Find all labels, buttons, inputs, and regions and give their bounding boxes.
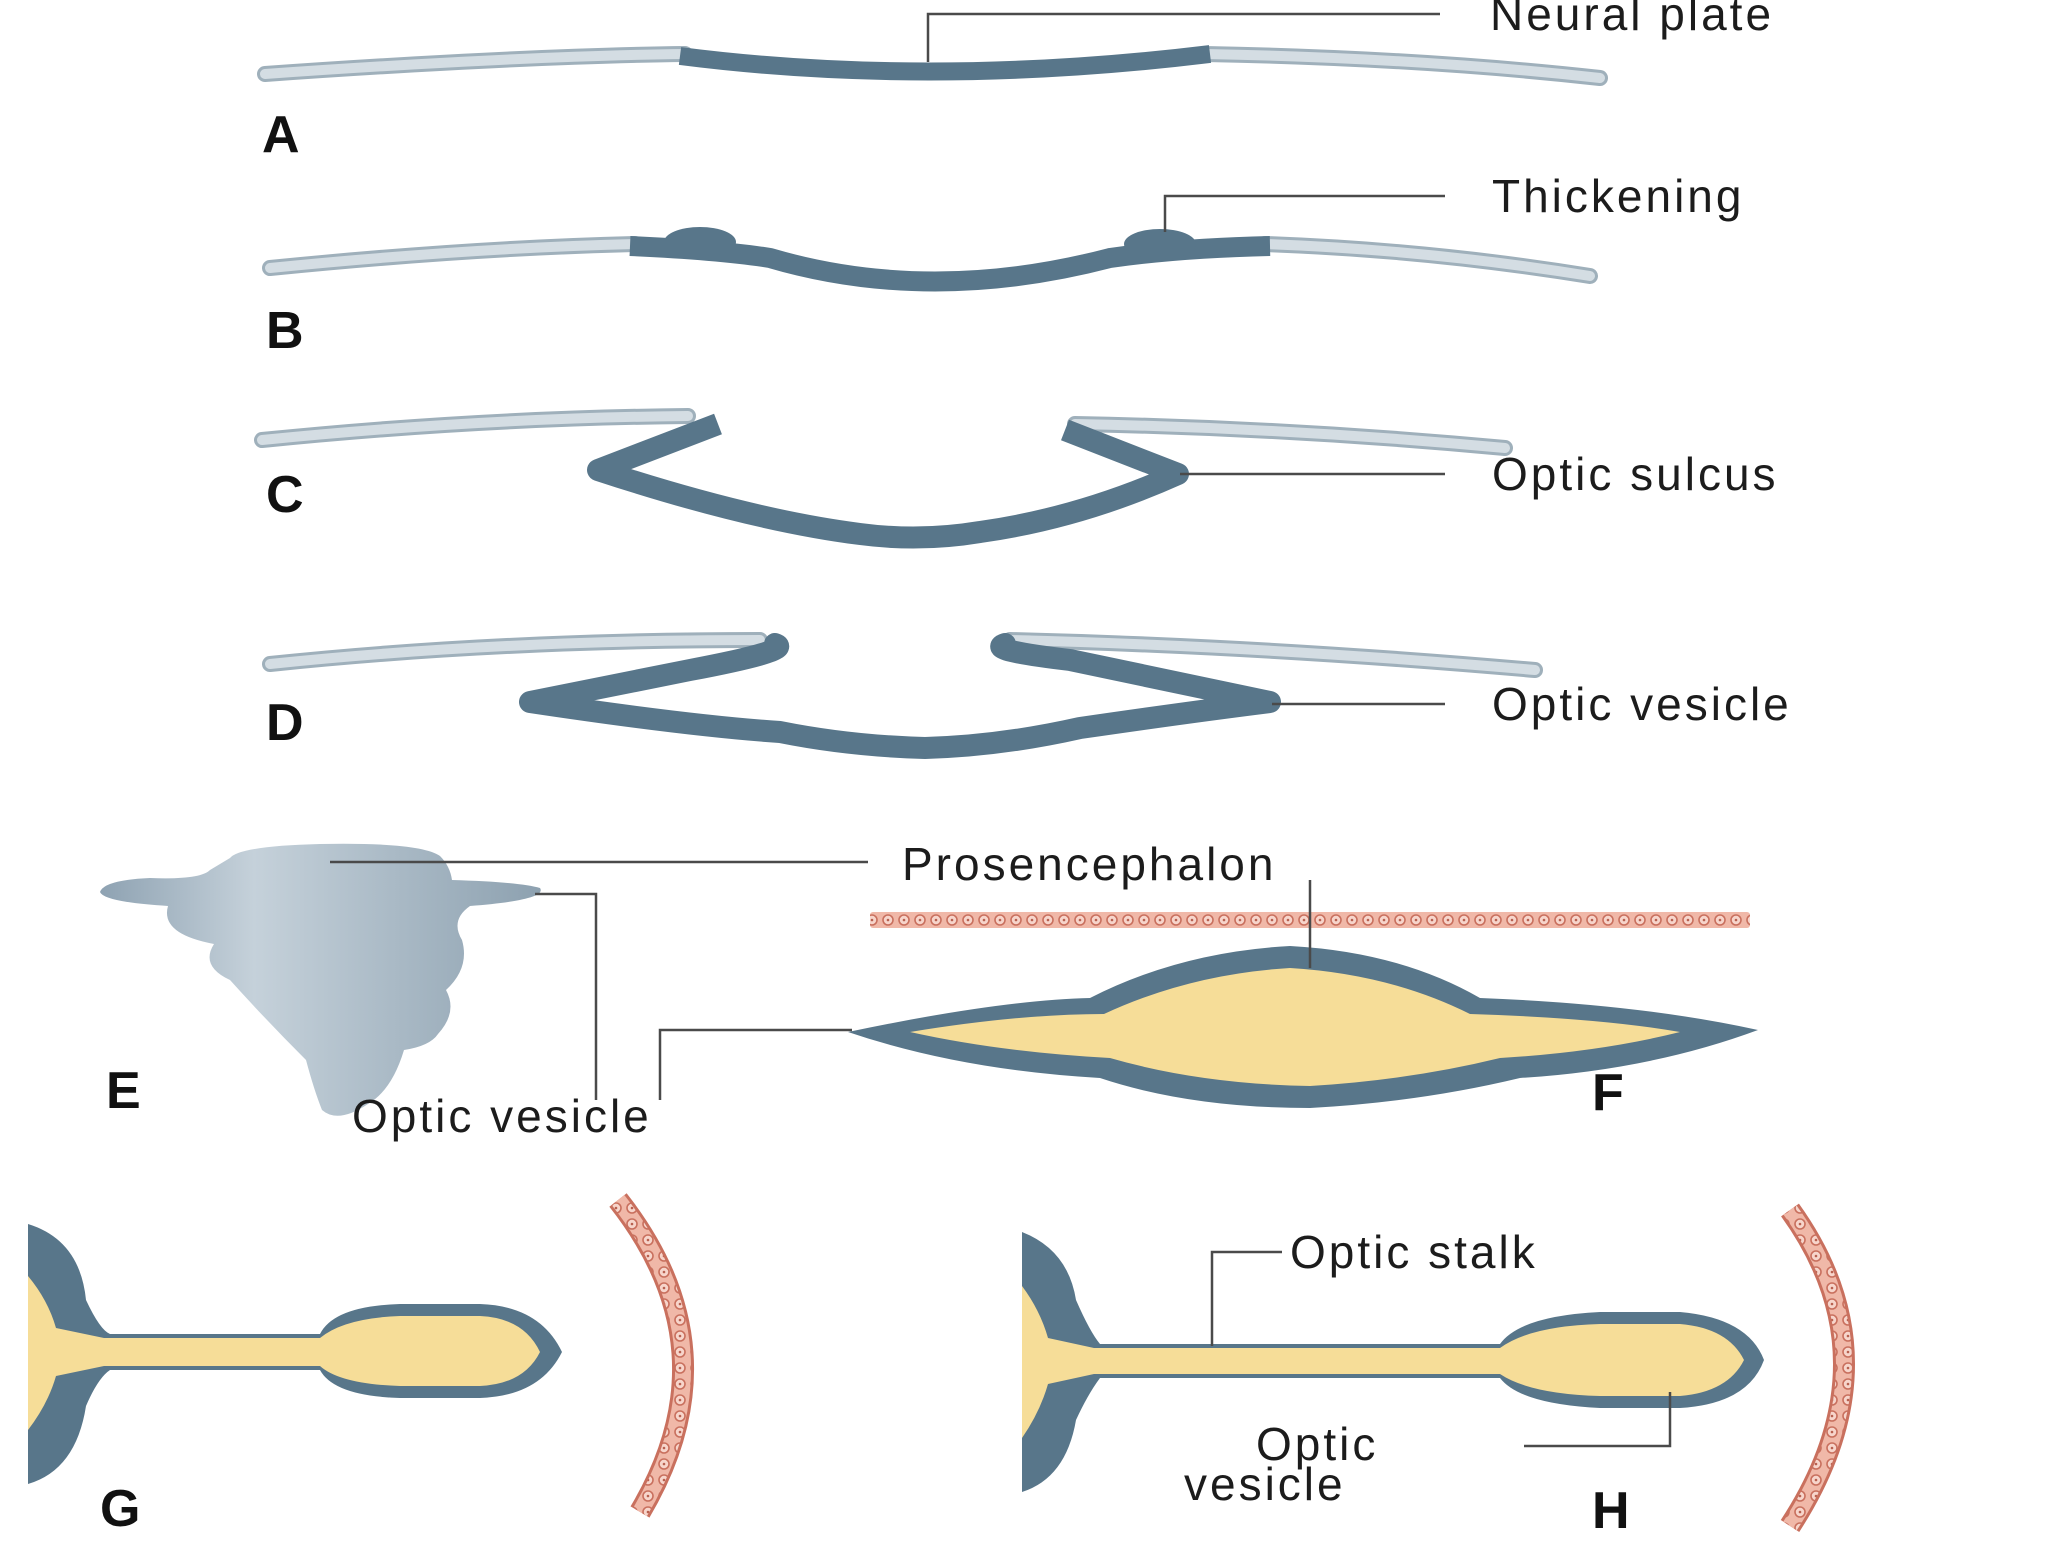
- panel-label-b: B: [266, 302, 304, 360]
- thickening-leader: [1163, 194, 1445, 232]
- optic-vesicle-fold: [519, 633, 1281, 759]
- label-optic-vesicle-h-line1: Optic: [1256, 1418, 1378, 1470]
- stage-a-neural-plate: Neural plate A: [257, 0, 1774, 164]
- panel-label-c: C: [266, 466, 304, 524]
- ectoderm-right-c-fill: [1070, 419, 1510, 453]
- optic-vesicle-leader-f: [658, 1028, 852, 1100]
- stage-d-optic-vesicle: Optic vesicle D: [262, 632, 1792, 759]
- stage-g-optic-vesicle: G: [28, 1193, 694, 1538]
- optic-lumen-h: [1022, 1286, 1744, 1438]
- stage-e-brain-outline: E: [100, 843, 868, 1120]
- optic-vesicle-leader-e: [535, 892, 598, 1100]
- optic-stalk-leader: [1210, 1250, 1282, 1346]
- optic-lumen-g: [28, 1276, 540, 1430]
- ectoderm-left-a-fill: [260, 49, 690, 79]
- panel-label-e: E: [106, 1062, 141, 1120]
- label-optic-vesicle-ef: Optic vesicle: [352, 1090, 652, 1142]
- thickening-right: [1124, 229, 1196, 259]
- ectoderm-left-c-fill: [257, 411, 693, 445]
- ectoderm-right-d-fill: [1005, 635, 1540, 675]
- forebrain-silhouette: [100, 843, 541, 1116]
- stage-h-optic-stalk: Optic stalk Optic vesicle H: [1022, 1203, 1855, 1540]
- label-optic-stalk: Optic stalk: [1290, 1226, 1538, 1278]
- label-optic-vesicle-h-line2: vesicle: [1184, 1458, 1346, 1510]
- ectoderm-right-a-fill: [1200, 49, 1605, 83]
- panel-label-f: F: [1592, 1064, 1624, 1122]
- label-prosencephalon: Prosencephalon: [902, 838, 1276, 890]
- stage-f-prosencephalon: Prosencephalon Optic vesicle F: [352, 838, 1758, 1142]
- ectoderm-left-d-fill: [265, 635, 765, 669]
- neural-plate-a: [678, 45, 1212, 81]
- optic-vesicle-h-leader: [1524, 1392, 1672, 1448]
- optic-sulcus-fold: [587, 413, 1189, 549]
- surface-ectoderm-h: [1783, 1205, 1852, 1531]
- neural-plate-leader: [926, 12, 1440, 62]
- stage-b-thickening: Thickening B: [262, 170, 1744, 360]
- thickening-left: [664, 227, 736, 257]
- label-thickening: Thickening: [1492, 170, 1744, 222]
- panel-label-g: G: [100, 1480, 140, 1536]
- panel-label-d: D: [266, 694, 304, 752]
- label-optic-sulcus: Optic sulcus: [1492, 448, 1779, 500]
- label-neural-plate: Neural plate: [1490, 0, 1774, 40]
- stage-c-optic-sulcus: Optic sulcus C: [254, 408, 1779, 549]
- panel-label-h: H: [1592, 1482, 1630, 1536]
- ectoderm-left-b-fill: [265, 239, 640, 273]
- prosencephalon-lumen: [910, 968, 1680, 1086]
- surface-ectoderm-g: [611, 1195, 691, 1517]
- label-optic-vesicle-d: Optic vesicle: [1492, 678, 1792, 730]
- ectoderm-right-b-fill: [1260, 239, 1595, 281]
- panel-label-a: A: [262, 106, 300, 164]
